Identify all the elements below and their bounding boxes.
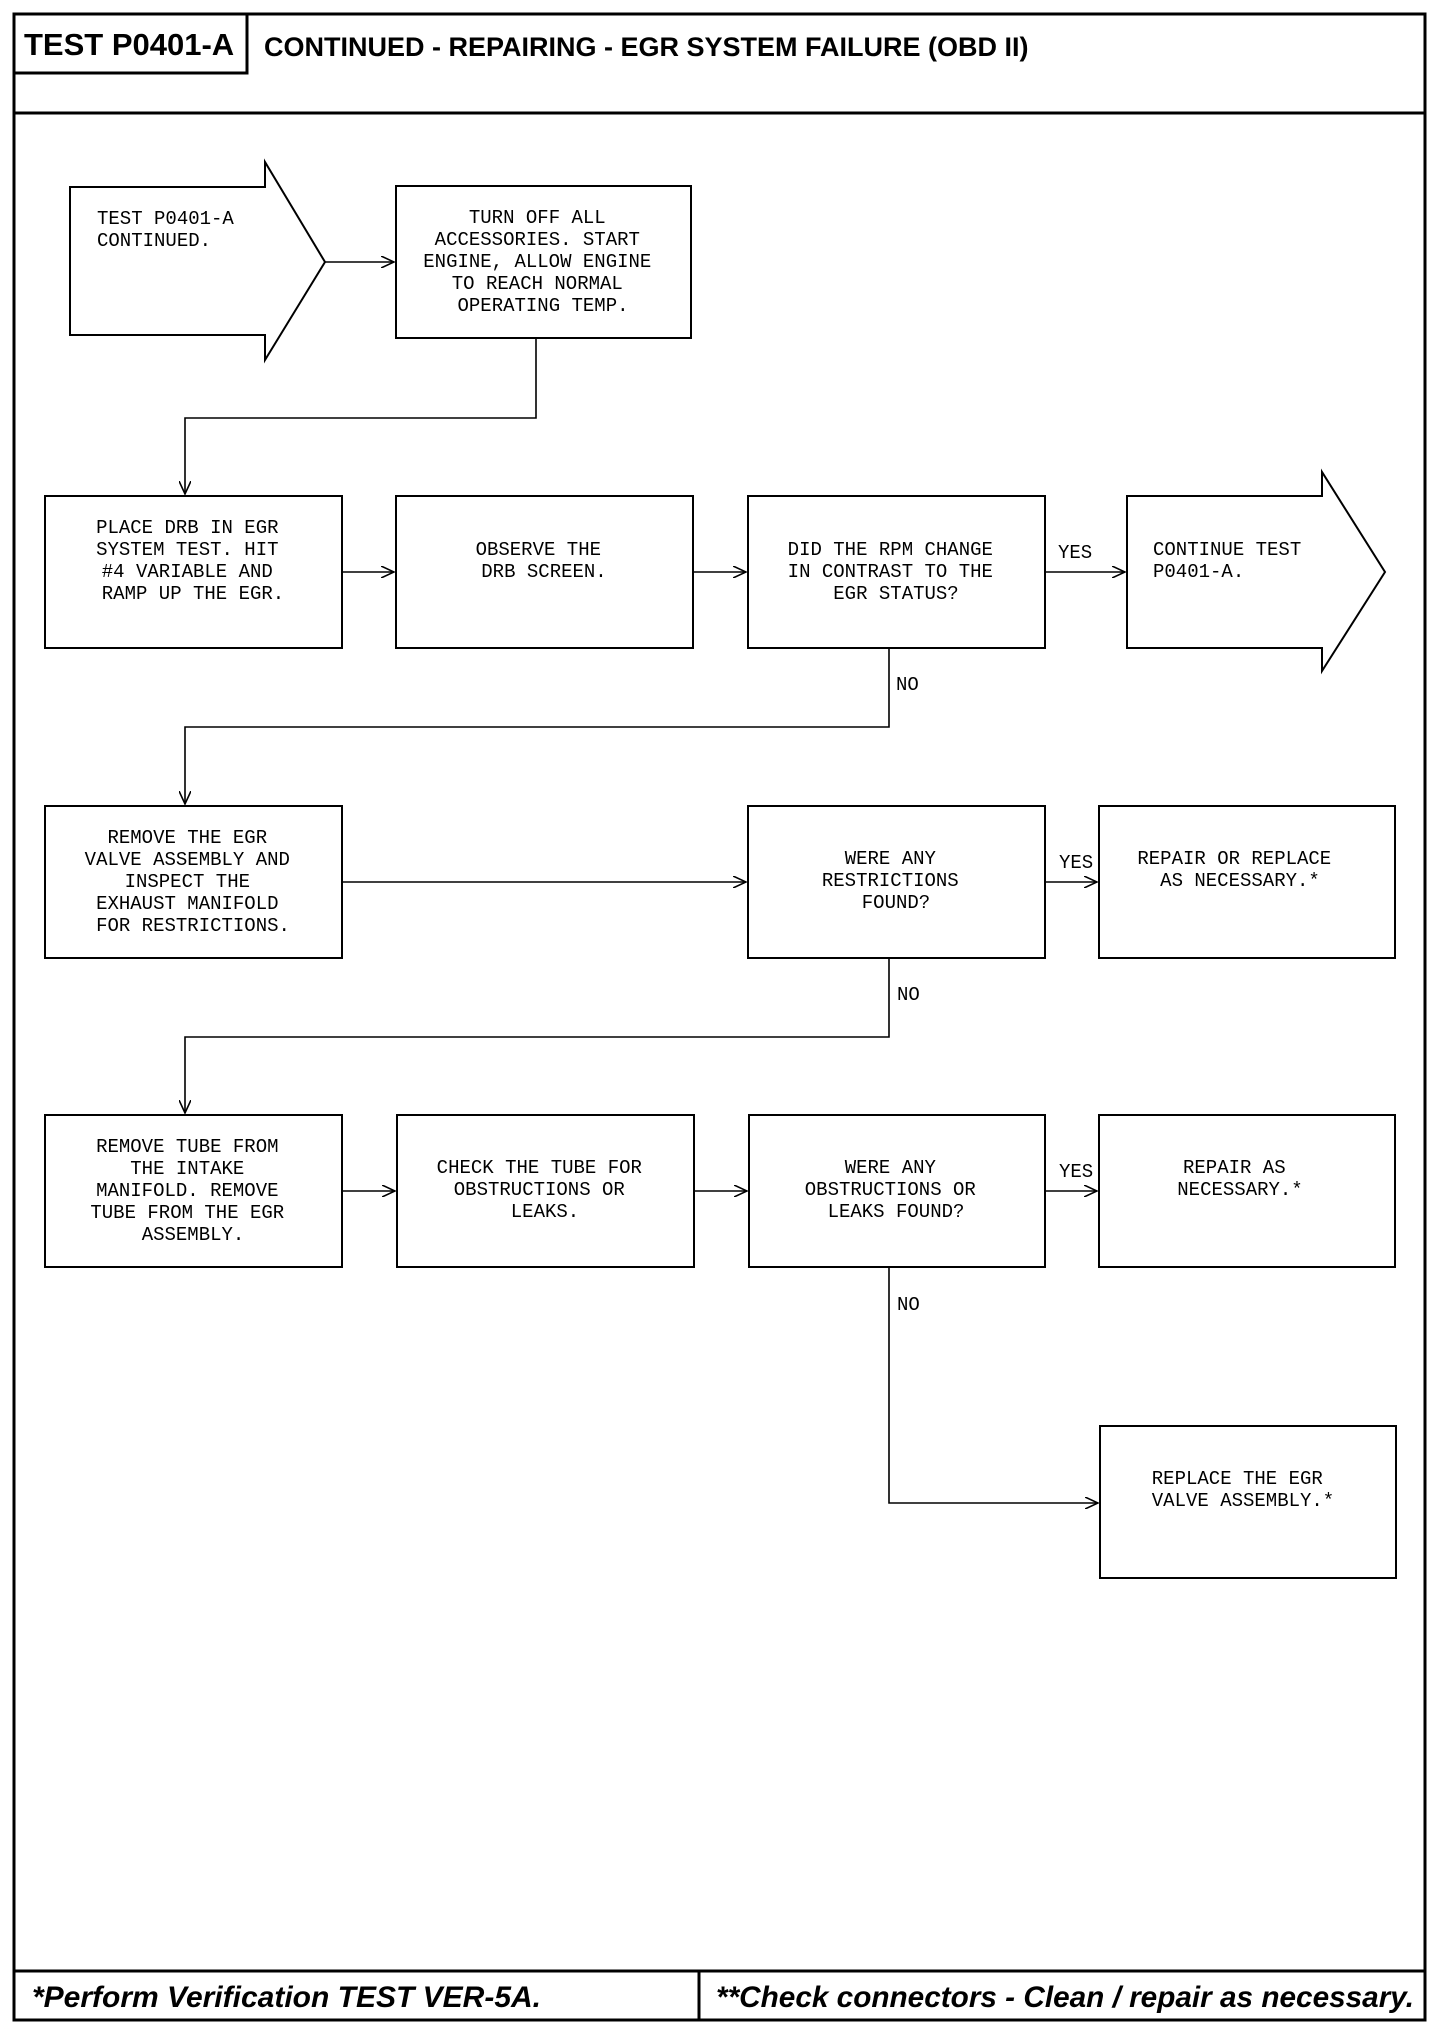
rpm-yes-label: YES bbox=[1058, 542, 1092, 564]
continue-test-node-text: CONTINUE TEST P0401-A. bbox=[1153, 539, 1313, 583]
test-id-box bbox=[12, 12, 249, 75]
observe-node-text: OBSERVE THE DRB SCREEN. bbox=[476, 539, 613, 583]
restrictions-no-label: NO bbox=[897, 984, 920, 1006]
continue-test-arrow-node bbox=[1126, 468, 1387, 675]
edge-obstructions-no bbox=[888, 1267, 1098, 1503]
page-title: CONTINUED - REPAIRING - EGR SYSTEM FAILU… bbox=[264, 32, 1029, 62]
footer-left-note: *Perform Verification TEST VER-5A. bbox=[32, 1981, 541, 2014]
edge-restrictions-no bbox=[185, 958, 890, 1113]
repair-replace-node-text: REPAIR OR REPLACE AS NECESSARY.* bbox=[1137, 848, 1342, 892]
repair-as-necessary-node bbox=[1098, 1114, 1396, 1268]
observe-drb-node bbox=[395, 495, 694, 649]
replace-valve-node-text: REPLACE THE EGR VALVE ASSEMBLY.* bbox=[1152, 1468, 1334, 1512]
test-id: TEST P0401-A bbox=[24, 27, 234, 62]
place-drb-node-text: PLACE DRB IN EGR SYSTEM TEST. HIT #4 VAR… bbox=[96, 517, 290, 605]
place-drb-node bbox=[44, 495, 343, 649]
obstructions-decision-node bbox=[748, 1114, 1046, 1268]
repair-as-node-text: REPAIR AS NECESSARY.* bbox=[1177, 1157, 1302, 1201]
rpm-no-label: NO bbox=[896, 674, 919, 696]
footer-right-note: **Check connectors - Clean / repair as n… bbox=[716, 1981, 1414, 2014]
edge-rpm-no bbox=[185, 648, 890, 804]
repair-or-replace-node bbox=[1098, 805, 1396, 959]
restrictions-decision-node bbox=[747, 805, 1046, 959]
rpm-change-node-text: DID THE RPM CHANGE IN CONTRAST TO THE EG… bbox=[788, 539, 1005, 605]
restrictions-node-text: WERE ANY RESTRICTIONS FOUND? bbox=[822, 848, 970, 914]
remove-egr-valve-node bbox=[44, 805, 343, 959]
restrictions-yes-label: YES bbox=[1059, 852, 1093, 874]
remove-tube-node-text: REMOVE TUBE FROM THE INTAKE MANIFOLD. RE… bbox=[90, 1136, 295, 1246]
edge-turnoff-to-placedrb bbox=[185, 338, 537, 494]
page-frame bbox=[12, 12, 1427, 2022]
rpm-change-decision-node bbox=[747, 495, 1046, 649]
remove-valve-node-text: REMOVE THE EGR VALVE ASSEMBLY AND INSPEC… bbox=[85, 827, 302, 937]
start-arrow-node bbox=[69, 158, 327, 364]
remove-tube-node bbox=[44, 1114, 343, 1268]
check-tube-node-text: CHECK THE TUBE FOR OBSTRUCTIONS OR LEAKS… bbox=[437, 1157, 654, 1223]
turn-off-accessories-node bbox=[395, 185, 692, 339]
replace-egr-valve-node bbox=[1099, 1425, 1397, 1579]
start-node-text: TEST P0401-A CONTINUED. bbox=[97, 208, 245, 252]
obstructions-no-label: NO bbox=[897, 1294, 920, 1316]
obstructions-yes-label: YES bbox=[1059, 1161, 1093, 1183]
obstructions-node-text: WERE ANY OBSTRUCTIONS OR LEAKS FOUND? bbox=[805, 1157, 987, 1223]
turn-off-node-text: TURN OFF ALL ACCESSORIES. START ENGINE, … bbox=[423, 207, 662, 317]
check-tube-node bbox=[396, 1114, 695, 1268]
